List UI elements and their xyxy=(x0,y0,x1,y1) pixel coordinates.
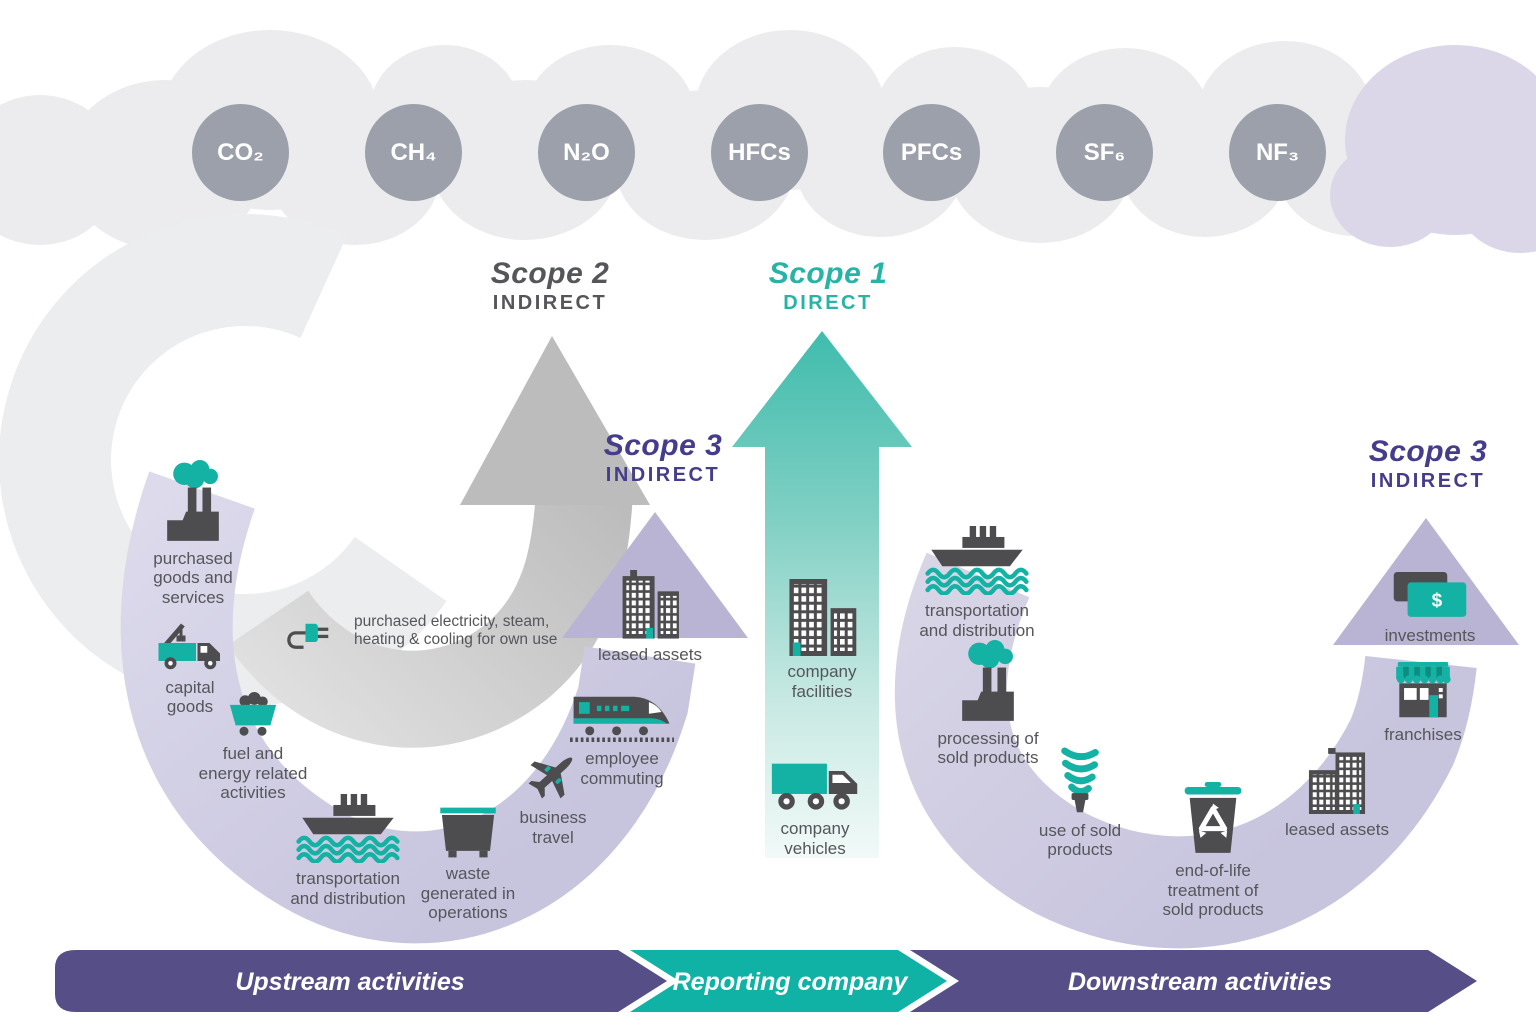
activity-label: company facilities xyxy=(787,662,857,701)
activity-label: leased assets xyxy=(1285,820,1389,840)
activity-transport-upstream: transportation and distribution xyxy=(263,794,433,909)
gas-circle-nf3: NF₃ xyxy=(1229,104,1326,201)
scope3-downstream-name: Scope 3 xyxy=(1368,435,1488,468)
activity-waste: waste generated in operations xyxy=(388,806,548,923)
activity-label: processing of sold products xyxy=(937,728,1039,768)
train-icon xyxy=(570,696,674,743)
activity-label: purchased goods and services xyxy=(153,548,233,607)
scope1-title: Scope 1 DIRECT xyxy=(718,258,938,314)
activity-employee-commuting: employee commuting xyxy=(547,686,697,788)
factory-emissions-icon xyxy=(167,460,219,541)
activity-capital-goods: capital goods xyxy=(130,616,250,717)
activity-label: use of sold products xyxy=(1038,820,1122,860)
scope1-name: Scope 1 xyxy=(768,257,888,290)
airplane-icon xyxy=(528,757,573,799)
gas-circle-hfcs: HFCs xyxy=(711,104,808,201)
gas-circle-co2: CO₂ xyxy=(192,104,289,201)
cfl-bulb-icon xyxy=(1061,747,1099,813)
activity-company-facilities: company facilities xyxy=(752,579,892,701)
upstream-bar-segment xyxy=(55,950,667,1012)
factory-emissions-icon xyxy=(962,640,1014,721)
scope2-note-text: purchased electricity, steam, heating & … xyxy=(354,613,558,648)
mine-cart-icon xyxy=(229,692,277,736)
scope3-upstream-title: Scope 3 INDIRECT xyxy=(553,430,773,486)
activity-label: transportation and distribution xyxy=(290,869,406,908)
scope3-upstream-name: Scope 3 xyxy=(603,429,723,462)
activity-use-sold-products: use of sold products xyxy=(1005,744,1155,860)
building-icon xyxy=(1308,748,1366,815)
power-plug-icon xyxy=(287,623,329,649)
activity-label: company vehicles xyxy=(780,819,850,858)
activity-company-vehicles: company vehicles xyxy=(745,760,885,858)
upstream-bar-label: Upstream activities xyxy=(235,968,465,996)
activity-label: fuel and energy related activities xyxy=(198,744,308,803)
activity-label: franchises xyxy=(1384,724,1462,744)
reporting-bar-label: Reporting company xyxy=(672,968,908,996)
scope2-kind: INDIRECT xyxy=(492,291,608,314)
activity-end-of-life: end-of-life treatment of sold products xyxy=(1128,782,1298,920)
downstream-bar-segment xyxy=(910,950,1477,1012)
activity-investments: $ investments xyxy=(1360,572,1500,646)
scope2-title: Scope 2 INDIRECT xyxy=(440,258,660,314)
money-icon: $ xyxy=(1393,572,1467,617)
activity-label: capital goods xyxy=(165,677,215,717)
storefront-icon xyxy=(1396,662,1451,718)
activity-purchased-goods: purchased goods and services xyxy=(113,460,273,607)
cargo-ship-icon xyxy=(925,526,1029,596)
activity-business-travel: business travel xyxy=(493,748,613,847)
activity-fuel-energy: fuel and energy related activities xyxy=(168,692,338,803)
activity-franchises: franchises xyxy=(1358,662,1488,744)
scope2-name: Scope 2 xyxy=(490,257,610,290)
cloud-lavender xyxy=(1330,45,1536,253)
dumpster-icon xyxy=(440,807,496,858)
scope1-kind: DIRECT xyxy=(783,291,873,314)
activity-leased-assets-downstream: leased assets xyxy=(1272,748,1402,840)
activity-label: investments xyxy=(1384,626,1476,646)
scope3-upstream-kind: INDIRECT xyxy=(605,463,721,486)
activity-processing-sold-products: processing of sold products xyxy=(903,640,1073,768)
reporting-bar-segment xyxy=(630,950,947,1012)
activity-transport-downstream: transportation and distribution xyxy=(892,526,1062,641)
activity-label: waste generated in operations xyxy=(420,864,516,923)
activity-label: business travel xyxy=(519,808,587,847)
scope3-upstream-arrowhead xyxy=(562,512,748,638)
crane-truck-icon xyxy=(158,623,220,670)
downstream-bar-label: Downstream activities xyxy=(1068,968,1332,996)
recycle-bin-icon xyxy=(1184,782,1242,853)
gas-circle-ch4: CH₄ xyxy=(365,104,462,201)
gas-circle-pfcs: PFCs xyxy=(883,104,980,201)
activity-label: end-of-life treatment of sold products xyxy=(1162,861,1264,920)
activity-label: leased assets xyxy=(598,644,702,664)
buildings-icon xyxy=(789,579,857,657)
gas-circle-n2o: N₂O xyxy=(538,104,635,201)
activity-label: transportation and distribution xyxy=(919,601,1035,640)
svg-text:$: $ xyxy=(1432,591,1443,612)
scope2-source-note: purchased electricity, steam, heating & … xyxy=(282,612,582,650)
buildings-icon xyxy=(622,570,679,639)
truck-icon xyxy=(771,763,858,810)
scope3-downstream-title: Scope 3 INDIRECT xyxy=(1318,436,1536,492)
scope2-arrow xyxy=(227,336,650,748)
activity-leased-assets-upstream: leased assets xyxy=(585,570,715,664)
cargo-ship-icon xyxy=(296,794,400,864)
scope3-downstream-kind: INDIRECT xyxy=(1370,469,1486,492)
activity-label: employee commuting xyxy=(580,749,664,788)
gas-circle-sf6: SF₆ xyxy=(1056,104,1153,201)
